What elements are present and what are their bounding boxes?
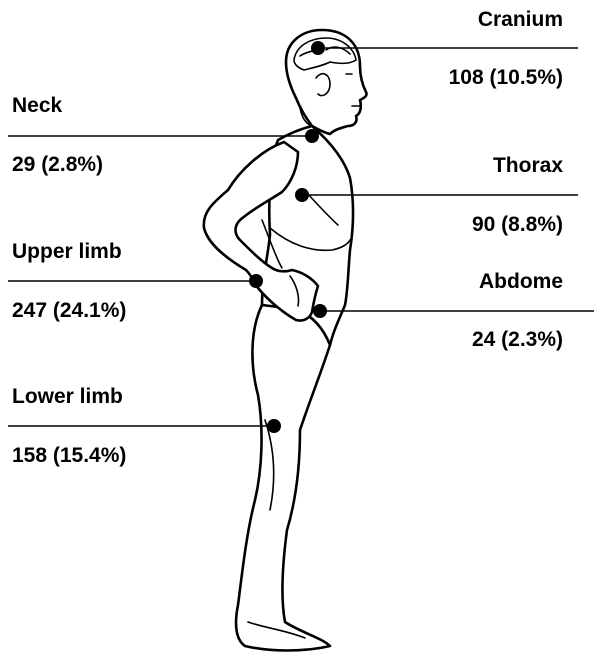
label-thorax-name: Thorax [493, 154, 563, 177]
dot-thorax [295, 188, 309, 202]
dot-neck [305, 129, 319, 143]
label-lower-limb-name: Lower limb [12, 385, 123, 408]
label-neck-name: Neck [12, 94, 63, 117]
dot-abdome [313, 304, 327, 318]
label-abdome-name: Abdome [479, 270, 563, 293]
label-cranium-name: Cranium [478, 8, 563, 31]
label-abdome-value: 24 (2.3%) [472, 328, 563, 351]
label-thorax-value: 90 (8.8%) [472, 213, 563, 236]
dot-cranium [311, 41, 325, 55]
figure-legs [236, 305, 331, 651]
label-neck-value: 29 (2.8%) [12, 153, 103, 176]
dot-lower-limb [267, 419, 281, 433]
label-cranium-value: 108 (10.5%) [449, 66, 563, 89]
figure-head [286, 30, 367, 134]
label-upper-limb-name: Upper limb [12, 240, 122, 263]
label-upper-limb-value: 247 (24.1%) [12, 299, 126, 322]
human-figure [204, 30, 367, 651]
label-lower-limb-value: 158 (15.4%) [12, 444, 126, 467]
dot-upper-limb [249, 274, 263, 288]
